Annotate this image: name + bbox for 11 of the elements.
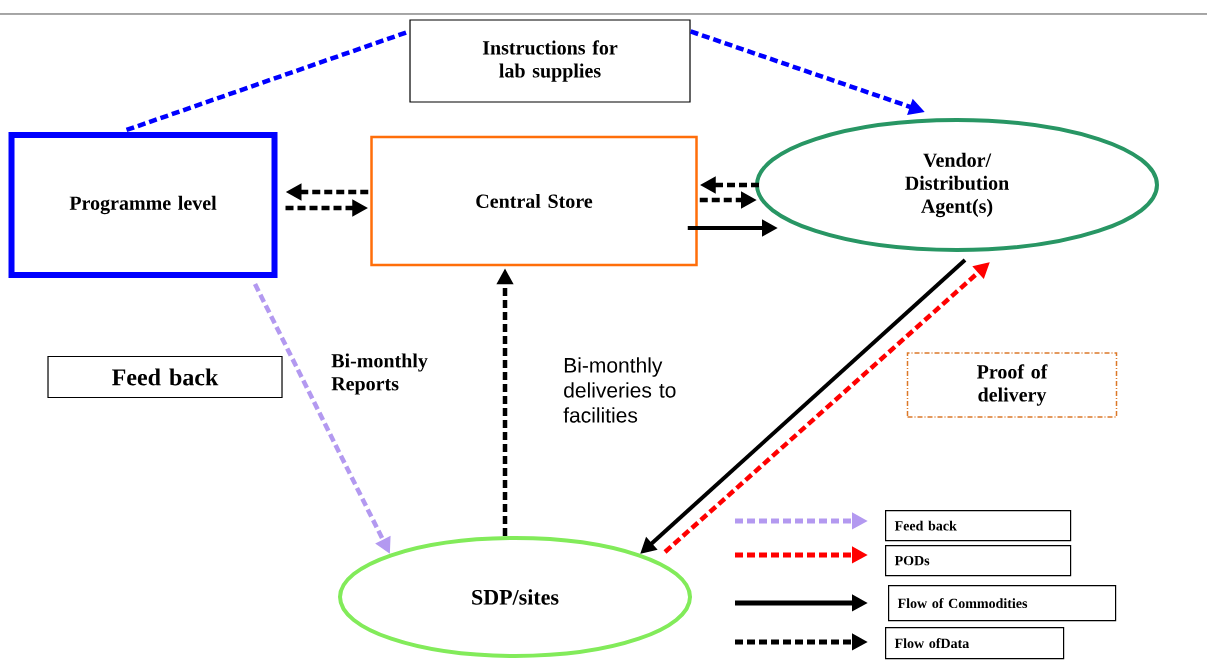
legend-entry: Feed back [885, 510, 1072, 542]
note-text: Bi-monthly Reports [331, 353, 428, 395]
programme-box: Programme level [8, 132, 278, 278]
instruction-box: Instructions for lab supplies [409, 19, 691, 103]
note-text: Bi-monthly deliveries to facilities [563, 357, 676, 423]
proof-box: Proof of delivery [906, 352, 1118, 418]
feedback-box: Feed back [47, 355, 283, 399]
legend-entry: Flow ofData [885, 627, 1065, 660]
legend-entry: PODs [885, 545, 1072, 577]
store-box: Central Store [370, 135, 698, 267]
legend-entry: Flow of Commodities [888, 585, 1117, 622]
